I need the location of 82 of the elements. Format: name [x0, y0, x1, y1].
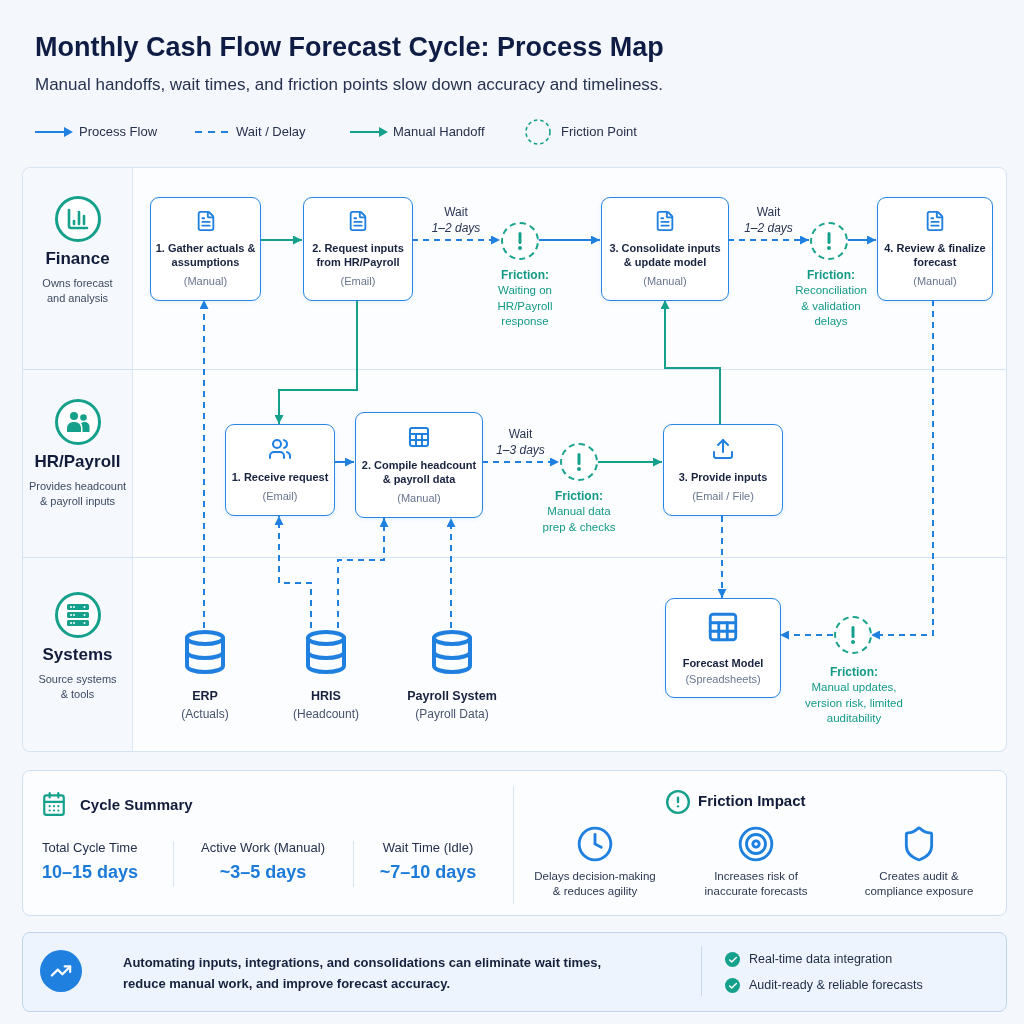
- lane-description: Owns forecast and analysis: [41, 276, 114, 306]
- dashed-arrow: [199, 299, 209, 629]
- insight-banner: [22, 932, 1007, 1012]
- legend-label: Manual Handoff: [393, 123, 485, 141]
- stat-value: ~3–5 days: [219, 861, 307, 884]
- lane-description: Provides headcount & payroll inputs: [27, 479, 128, 509]
- box-title: 4. Review & finalize forecast: [883, 241, 987, 269]
- dashed-arrow: [779, 630, 834, 640]
- summary-card: [22, 770, 1007, 916]
- friction-heading: Friction:: [807, 267, 855, 283]
- lane-title: HR/Payroll: [34, 452, 121, 472]
- box-subtitle: (Email / File): [692, 489, 754, 503]
- process-box: [225, 424, 335, 516]
- box-subtitle: (Spreadsheets): [685, 672, 761, 686]
- friction-note: Reconciliation & validation delays: [794, 283, 868, 329]
- arrow: [333, 457, 355, 467]
- stat-label: Wait Time (Idle): [382, 839, 474, 857]
- box-title: 2. Compile headcount & payroll data: [360, 458, 478, 486]
- benefit-text: Audit-ready & reliable forecasts: [749, 977, 923, 994]
- process-box: [665, 598, 781, 698]
- friction-note: Waiting on HR/Payroll response: [496, 283, 554, 329]
- process-box: [663, 424, 783, 516]
- box-subtitle: (Email): [340, 274, 376, 288]
- system-detail: (Actuals): [181, 706, 229, 722]
- box-title: 3. Provide inputs: [678, 470, 768, 484]
- process-box: [877, 197, 993, 301]
- stat-label: Active Work (Manual): [201, 839, 325, 857]
- box-subtitle: (Email): [262, 489, 298, 503]
- dashed-arrow: [727, 235, 810, 245]
- process-box: [303, 197, 413, 301]
- dashed-arrow: [337, 517, 389, 629]
- friction-note: Manual updates, version risk, limited auditability: [804, 680, 904, 726]
- system-detail: (Payroll Data): [415, 706, 489, 722]
- legend-label: Friction Point: [561, 123, 637, 141]
- process-box: [355, 412, 483, 518]
- box-subtitle: (Manual): [913, 274, 957, 288]
- swimlane: [22, 167, 1007, 370]
- lane-description: Source systems & tools: [37, 672, 118, 702]
- swimlane: [22, 370, 1007, 558]
- card-heading: Friction Impact: [698, 791, 806, 811]
- box-title: 3. Consolidate inputs & update model: [608, 241, 722, 269]
- box-subtitle: (Manual): [183, 274, 228, 288]
- stat-value: 10–15 days: [42, 861, 139, 884]
- friction-note: Manual data prep & checks: [541, 504, 617, 535]
- dashed-arrow: [411, 235, 501, 245]
- dashed-arrow: [274, 515, 312, 629]
- impact-text: Delays decision-making & reduces agility: [533, 869, 657, 899]
- system-detail: (Headcount): [292, 706, 359, 722]
- system-name: ERP: [192, 688, 218, 704]
- swimlane: [22, 558, 1007, 752]
- box-title: Forecast Model: [682, 656, 764, 670]
- banner-text: Automating inputs, integrations, and consolidations can eliminate wait times, reduce manual work, and improve forecast accuracy.: [123, 954, 603, 993]
- title: Monthly Cash Flow Forecast Cycle: Process Map: [35, 31, 664, 64]
- friction-heading: Friction:: [501, 267, 549, 283]
- lane-title: Finance: [45, 249, 110, 269]
- benefit-text: Real-time data integration: [749, 951, 893, 968]
- dashed-arrow: [446, 517, 456, 629]
- system-name: Payroll System: [407, 688, 497, 704]
- friction-heading: Friction:: [555, 488, 603, 504]
- impact-text: Increases risk of inaccurate forecasts: [703, 869, 809, 899]
- box-subtitle: (Manual): [643, 274, 687, 288]
- dashed-arrow: [481, 457, 560, 467]
- process-box: [601, 197, 729, 301]
- arrow: [259, 235, 303, 245]
- dashed-arrow: [717, 515, 727, 599]
- legend-label: Process Flow: [79, 123, 158, 141]
- box-title: 1. Receive request: [231, 470, 329, 484]
- box-title: 2. Request inputs from HR/Payroll: [311, 241, 405, 269]
- stat-value: ~7–10 days: [379, 861, 477, 884]
- arrow: [660, 299, 721, 425]
- subtitle: Manual handoffs, wait times, and friction points slow down accuracy and timeliness.: [35, 74, 664, 96]
- process-box: [150, 197, 261, 301]
- system-name: HRIS: [311, 688, 341, 704]
- box-title: 1. Gather actuals & assumptions: [155, 241, 256, 269]
- friction-heading: Friction:: [830, 664, 878, 680]
- lane-title: Systems: [42, 645, 113, 665]
- stat-label: Total Cycle Time: [42, 839, 138, 857]
- card-heading: Cycle Summary: [80, 795, 193, 815]
- box-subtitle: (Manual): [397, 491, 441, 505]
- impact-text: Creates audit & compliance exposure: [863, 869, 975, 899]
- legend-label: Wait / Delay: [236, 123, 306, 141]
- arrow: [274, 299, 358, 425]
